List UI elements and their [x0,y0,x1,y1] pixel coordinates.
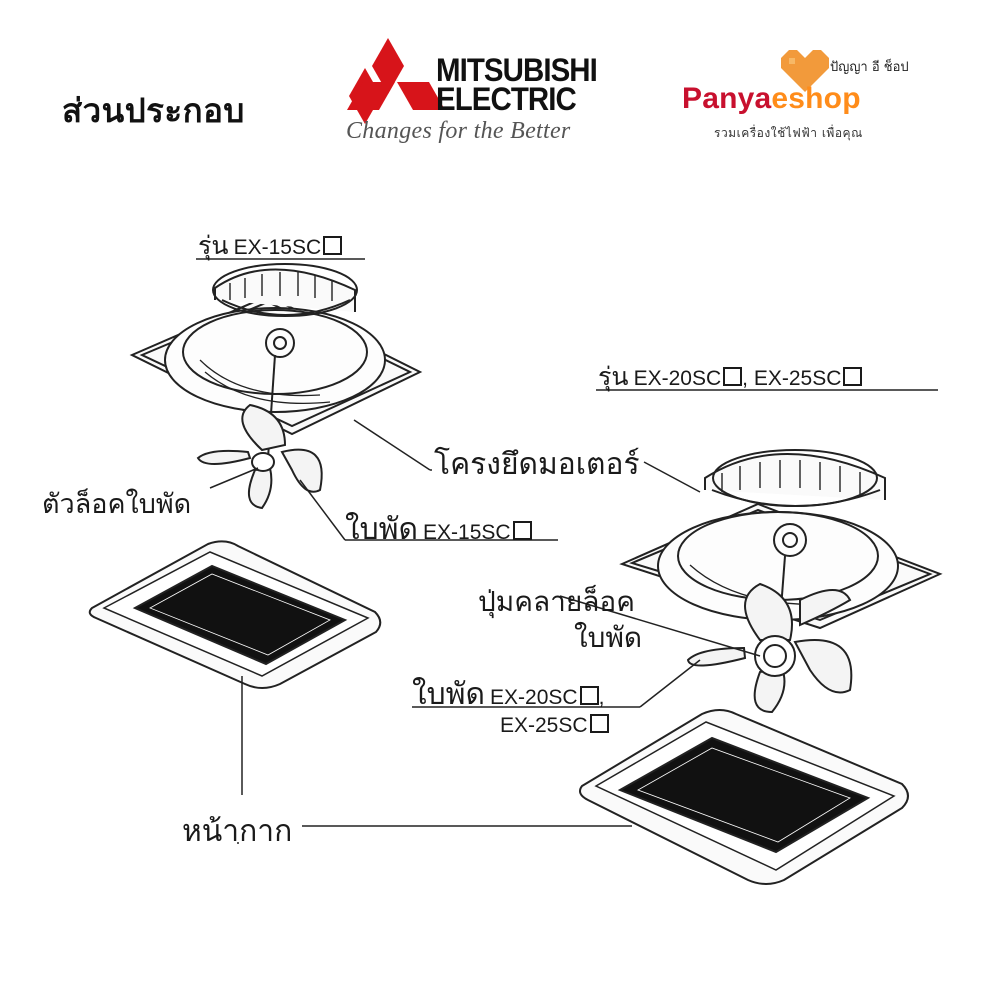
variant-box-icon [323,236,343,255]
shop-tagline: รวมเครื่องใช้ไฟฟ้า เพื่อคุณ [714,126,863,140]
label-grille: หน้ากาก [182,814,293,849]
brand-name: MITSUBISHI ELECTRIC [436,52,598,117]
variant-box-icon [843,367,863,386]
leader-lines [196,258,938,844]
large-unit-frame [619,449,943,649]
page-title: ส่วนประกอบ [62,91,245,130]
brand-name-line2: ELECTRIC [436,81,577,117]
small-unit-frame [129,263,423,459]
blade-large-code-1-suffix: , [598,686,605,709]
small-fan-blade [196,403,323,510]
label-blade-lock: ตัวล็อคใบพัด [42,489,192,520]
variant-box-icon [512,521,532,540]
label-motor-frame: โครงยึดมอเตอร์ [434,447,640,482]
variant-box-icon [589,714,609,733]
model-small-code: EX-15SC [233,236,322,259]
model-large-code-2: , EX-25SC [742,367,842,390]
model-small-prefix: รุ่น [198,231,229,260]
small-grille [88,540,382,689]
large-grille [579,709,909,885]
variant-box-icon [723,367,743,386]
label-model-large: รุ่น EX-20SC , EX-25SC [598,357,863,397]
blade-small-text: ใบพัด [345,512,418,547]
label-release-button-line2: ใบพัด [574,621,643,654]
blade-large-code-2: EX-25SC [500,714,588,737]
shop-name: Panyaeshop [682,82,861,116]
brand-slogan: Changes for the Better [346,118,571,144]
shop-name-part1: Panya [682,82,772,115]
model-large-prefix: รุ่น [598,362,629,391]
model-large-code-1: EX-20SC [633,367,722,390]
label-release-button-line1: ปุ่มคลายล็อค [478,585,635,618]
label-blade-large: ใบพัด EX-20SC, [412,671,604,718]
large-fan-blade [686,582,853,714]
blade-large-code-1: EX-20SC [490,686,578,709]
brand-name-line1: MITSUBISHI [436,52,598,88]
blade-small-code: EX-15SC [423,521,511,544]
label-blade-small: ใบพัด EX-15SC [345,506,532,553]
shop-thai-name: ปัญญา อี ช็อป [830,60,909,75]
label-blade-large-2: EX-25SC [500,714,609,738]
variant-box-icon [579,686,599,705]
blade-large-text: ใบพัด [412,677,485,712]
shop-name-part2: eshop [771,82,861,115]
mitsubishi-logo-icon [347,38,445,124]
heart-logo-icon [781,50,829,92]
label-model-small: รุ่น EX-15SC [198,226,343,266]
